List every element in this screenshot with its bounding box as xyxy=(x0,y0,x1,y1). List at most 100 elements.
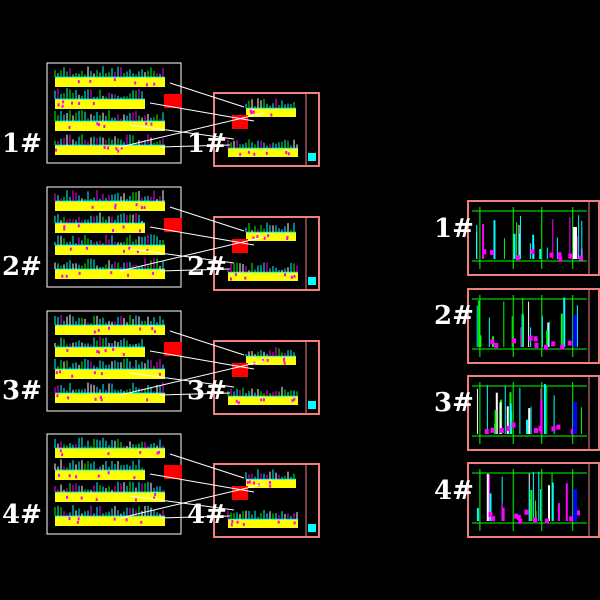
strip-mark xyxy=(247,150,250,154)
strip-mark xyxy=(268,481,271,485)
elevation-strip-band xyxy=(55,99,145,109)
connector-line xyxy=(149,350,255,370)
connector-line xyxy=(119,112,265,148)
elevation-strip-band xyxy=(55,121,165,131)
right-sheet-4 xyxy=(467,462,600,538)
detail-mark xyxy=(530,249,535,255)
strip-mark xyxy=(283,358,286,362)
strip-mark xyxy=(103,146,106,150)
accent-bar xyxy=(573,402,577,434)
strip-mark xyxy=(291,399,294,403)
strip-mark xyxy=(61,104,64,108)
strip-mark xyxy=(262,398,265,402)
strip-mark xyxy=(68,125,71,129)
strip-mark xyxy=(78,101,81,105)
elevation-strip-band xyxy=(55,269,165,279)
mid-sheet-frame xyxy=(213,92,320,167)
strip-mark xyxy=(253,152,256,156)
strip-mark xyxy=(67,396,70,400)
elevation-strip-band xyxy=(55,347,145,357)
strip-mark xyxy=(107,471,110,475)
strip-mark xyxy=(293,275,296,279)
strip-mark xyxy=(107,452,110,456)
detail-mark xyxy=(568,253,573,259)
strip-mark xyxy=(114,206,117,210)
strip-mark xyxy=(151,327,154,331)
elevation-strip-band xyxy=(55,492,165,502)
strip-mark xyxy=(140,520,143,524)
strip-mark xyxy=(76,520,79,524)
strip-mark xyxy=(158,450,161,454)
detail-mark xyxy=(524,509,529,515)
detail-mark xyxy=(490,427,495,433)
strip-mark xyxy=(284,273,287,277)
group-3-mid-label: 3# xyxy=(187,376,227,406)
detail-mark xyxy=(490,249,495,255)
strip-mark xyxy=(110,271,113,275)
strip-mark xyxy=(114,203,117,207)
strip-mark xyxy=(97,474,100,478)
connector-line xyxy=(159,392,231,396)
detail-mark xyxy=(488,511,493,517)
strip-mark xyxy=(96,122,99,126)
strip-mark xyxy=(58,370,61,374)
mid-sheet-stamp xyxy=(308,401,316,409)
strip-mark xyxy=(262,359,265,363)
right-sheet-3 xyxy=(467,375,600,451)
group-3-left-label: 3# xyxy=(2,376,42,406)
left-sheet-frame xyxy=(46,62,182,164)
strip-mark xyxy=(263,236,266,240)
right-sheet-frame xyxy=(467,462,600,538)
detail-mark xyxy=(533,428,538,434)
right-sheet-4-label: 4# xyxy=(434,476,474,506)
detail-mark xyxy=(511,422,516,428)
strip-mark xyxy=(134,498,137,502)
strip-mark xyxy=(78,271,81,275)
sheet-group-4 xyxy=(46,433,320,538)
elevation-strip-band xyxy=(55,145,165,155)
elevation-strip-band xyxy=(55,516,165,526)
strip-mark xyxy=(63,227,66,231)
connector-line xyxy=(119,236,265,272)
left-sheet-frame xyxy=(46,310,182,412)
strip-mark xyxy=(266,358,269,362)
detail-mark xyxy=(560,344,565,350)
detail-mark xyxy=(533,336,538,342)
strip-mark xyxy=(237,401,240,405)
strip-mark xyxy=(93,330,96,334)
elevation-strip-band xyxy=(246,479,296,488)
accent-bar xyxy=(573,227,577,259)
strip-mark xyxy=(100,398,103,402)
strip-mark xyxy=(154,330,157,334)
strip-mark xyxy=(252,236,255,240)
elevation-strip-band xyxy=(55,201,165,211)
strip-mark xyxy=(61,274,64,278)
group-2-mid-label: 2# xyxy=(187,252,227,282)
strip-mark xyxy=(68,517,71,521)
sheet-group-2 xyxy=(46,186,320,291)
elevation-strip-band xyxy=(55,470,145,480)
right-sheet-frame xyxy=(467,375,600,451)
mid-sheet-frame xyxy=(213,340,320,415)
strip-mark xyxy=(242,522,245,526)
strip-mark xyxy=(139,450,142,454)
strip-mark xyxy=(117,149,120,153)
strip-mark xyxy=(97,328,100,332)
strip-mark xyxy=(158,372,161,376)
strip-mark xyxy=(285,150,288,154)
detail-mark xyxy=(518,518,523,524)
strip-mark xyxy=(265,151,268,155)
strip-mark xyxy=(139,327,142,331)
strip-mark xyxy=(93,371,96,375)
mid-sheet-stamp xyxy=(308,153,316,161)
strip-mark xyxy=(270,113,273,117)
detail-mark xyxy=(538,425,543,431)
right-sheet-2 xyxy=(467,288,600,364)
sheet-groups-layer xyxy=(46,62,320,538)
strip-mark xyxy=(56,394,59,398)
strip-mark xyxy=(123,249,126,253)
elevation-strip-band xyxy=(55,448,165,458)
connector-line xyxy=(149,473,255,493)
strip-mark xyxy=(91,205,94,209)
